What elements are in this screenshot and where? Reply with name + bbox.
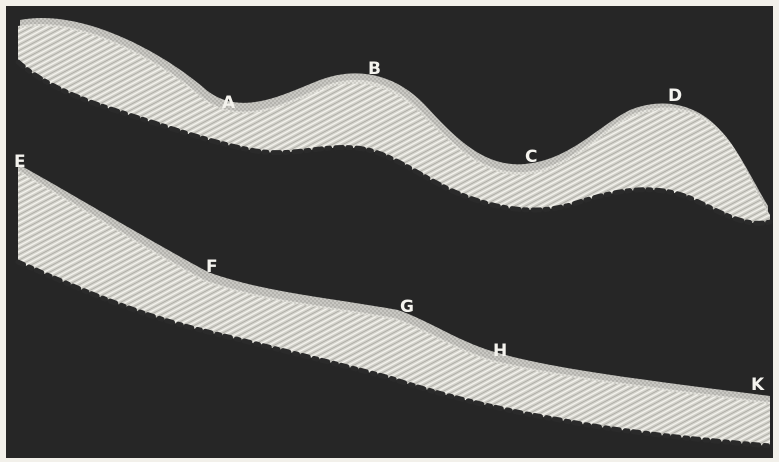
label-b: B (368, 59, 381, 79)
label-c: C (525, 147, 537, 167)
label-h: H (493, 341, 507, 361)
label-a: A (222, 93, 236, 113)
label-f: F (206, 257, 218, 277)
label-d: D (668, 86, 682, 106)
label-k: K (751, 375, 765, 395)
label-g: G (400, 297, 414, 317)
label-e: E (14, 152, 26, 172)
